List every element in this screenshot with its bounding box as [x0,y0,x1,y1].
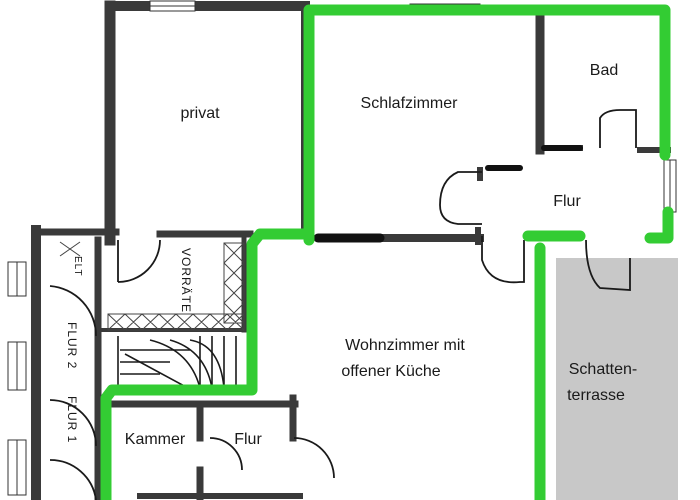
shadow-terrace-area [556,258,678,500]
highlight-outline [100,4,674,500]
room-privat-label: privat [180,105,220,122]
room-kammer-label: Kammer [125,431,186,448]
flur2-label: FLUR 2 [65,322,79,369]
room-schattenterrasse-label-line1: Schatten- [569,361,637,378]
elt-label: ELT [72,256,83,277]
room-schlafzimmer-label: Schlafzimmer [361,95,459,112]
highlight-main [303,4,671,246]
doors [49,109,637,500]
room-wohnzimmer-label-line2: offener Küche [341,363,440,380]
room-schattenterrasse-label-line2: terrasse [567,387,625,404]
staircase [117,336,237,389]
room-bad-label: Bad [590,62,618,79]
thick-wall-segments [313,145,583,243]
vorraete-label: VORRÄTE [179,248,193,313]
highlight-left-main [100,228,315,500]
storage-hatching [59,241,245,331]
flur1-label: FLUR 1 [65,396,79,443]
highlight-right-upper [644,206,674,244]
room-wohnzimmer-label-line1: Wohnzimmer mit [345,337,465,354]
room-flur-bottom-label: Flur [234,431,262,448]
room-flur-label: Flur [553,193,581,210]
